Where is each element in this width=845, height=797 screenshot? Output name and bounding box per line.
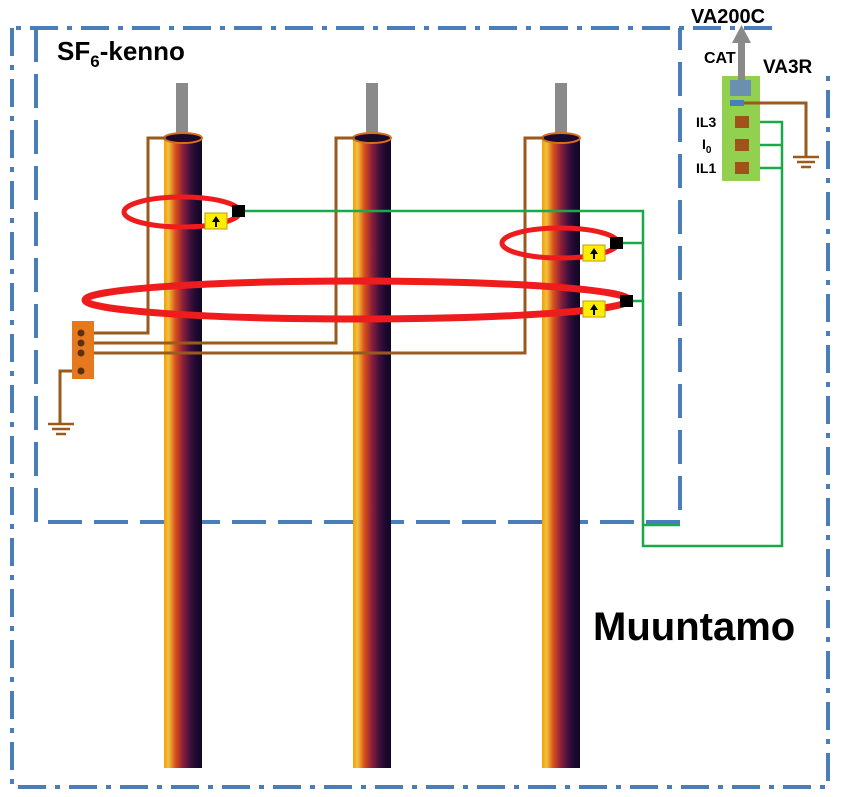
channel-i0-port	[735, 139, 749, 151]
cable-phase-1-front	[164, 218, 202, 224]
sensor-il1	[204, 212, 228, 230]
sf6-cell-label: SF6-kenno	[57, 36, 185, 71]
bushing	[366, 83, 378, 138]
channel-label-il1: IL1	[696, 160, 716, 176]
cable-top	[163, 132, 203, 144]
sensor-connector	[610, 237, 623, 249]
terminal	[77, 367, 85, 375]
up-arrow-icon	[590, 248, 598, 259]
up-arrow-icon	[212, 216, 220, 227]
up-arrow-icon	[590, 304, 598, 315]
earth-terminal-block	[72, 321, 94, 379]
channel-il3-port	[735, 116, 749, 128]
cat-label: CAT	[704, 50, 736, 67]
meter-label-va200c: VA200C	[691, 6, 765, 28]
sensor-il3	[582, 244, 606, 262]
earth-port	[730, 100, 744, 106]
channel-il1-port	[735, 162, 749, 174]
substation-boundary	[10, 26, 830, 789]
terminal	[77, 349, 85, 357]
sensor-connector	[232, 205, 245, 217]
relay-label-va3r: VA3R	[763, 57, 813, 78]
cable-phase-3-front	[542, 232, 580, 238]
bushing	[176, 83, 188, 138]
sensor-connector	[620, 295, 633, 307]
cat-output-line	[738, 40, 745, 80]
cable-top	[352, 132, 392, 144]
cable-phase-3	[542, 138, 580, 768]
relay-earth-wire	[744, 101, 808, 157]
bushing	[555, 83, 567, 138]
up-arrow-icon	[732, 25, 751, 43]
signal-wires	[238, 120, 784, 548]
terminal	[77, 339, 85, 347]
channel-label-i0: I0	[702, 136, 712, 156]
ground-icon	[793, 155, 819, 169]
ground-icon	[48, 422, 74, 436]
terminal	[77, 329, 85, 337]
channel-label-il3: IL3	[696, 114, 716, 130]
substation-label: Muuntamo	[593, 605, 795, 649]
cable-top	[541, 132, 581, 144]
cat-port	[730, 80, 751, 96]
cable-phase-2	[353, 138, 391, 768]
sensor-i0	[582, 300, 606, 318]
cable-phase-1	[164, 138, 202, 768]
